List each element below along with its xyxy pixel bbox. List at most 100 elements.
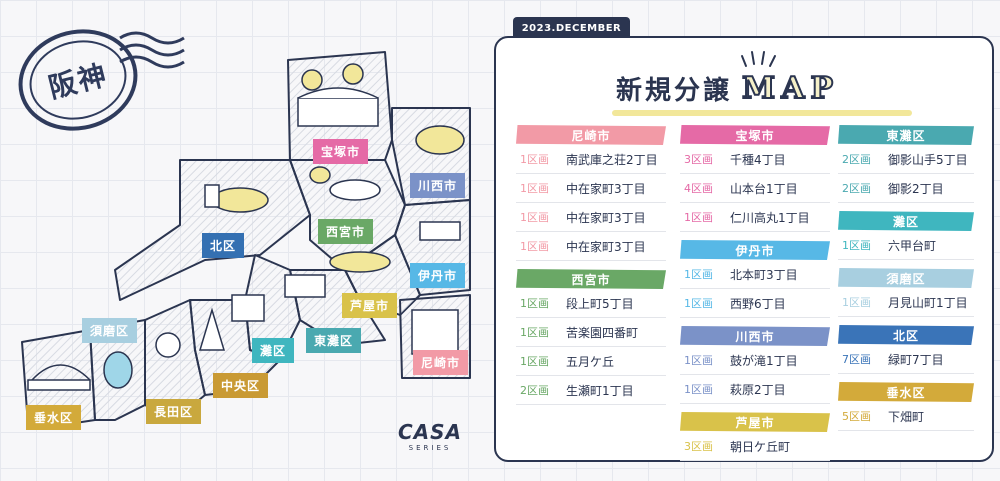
town-name: 苦楽園四番町 [566,325,639,340]
section-header: 西宮市 [516,269,666,289]
section-gap [838,374,974,382]
title-en: MAP [741,70,840,107]
town-name: 北本町3丁目 [730,267,798,282]
listing-row: 1区画南武庫之荘2丁目 [516,145,666,174]
plot-count: 1区画 [842,296,871,309]
plot-count: 7区画 [842,353,871,366]
plot-count: 1区画 [684,297,713,310]
listing-row: 1区画 中在家町3丁目 [516,232,666,261]
section-gap [838,260,974,268]
plot-count: 2区画 [520,384,549,397]
plot-count: 3区画 [684,153,713,166]
map-label-suma: 須磨区 [82,318,138,343]
listing-row: 1区画 段上町5丁目 [516,289,666,318]
section-header: 伊丹市 [680,240,830,260]
section-gap [838,317,974,325]
town-name: 中在家町3丁目 [566,181,646,196]
listing-row: 1区画萩原2丁目 [680,375,830,404]
stamp-label: 阪神 [45,58,112,105]
section-gap [680,232,830,240]
plot-count: 5区画 [842,410,871,423]
map-label-kawanishi: 川西市 [410,173,466,198]
listing-row: 1区画 鼓が滝1丁目 [680,346,830,375]
logo-sub-text: SERIES [408,444,452,452]
map-label-higashinada: 東灘区 [306,328,362,353]
town-name: 中在家町3丁目 [566,239,646,254]
listing-row: 1区画苦楽園四番町 [516,318,666,347]
map-label-takarazuka: 宝塚市 [313,139,369,164]
listing-row: 1区画 六甲台町 [838,231,974,260]
listing-row: 2区画 御影2丁目 [838,174,974,203]
town-name: 山本台1丁目 [730,181,798,196]
plot-count: 1区画 [842,239,871,252]
plot-count: 1区画 [520,240,549,253]
section-gap [680,318,830,326]
map-label-itami: 伊丹市 [410,263,466,288]
section-header: 川西市 [680,326,830,346]
listing-row: 4区画 山本台1丁目 [680,174,830,203]
section-header: 北区 [838,325,974,345]
map-label-chuo: 中央区 [213,373,269,398]
casa-series-logo: CASA SERIES [385,420,475,458]
section-header: 芦屋市 [680,412,830,432]
town-name: 西野6丁目 [730,296,786,311]
listing-row: 7区画緑町7丁目 [838,345,974,374]
listing-row: 1区画 仁川高丸1丁目 [680,203,830,232]
plot-count: 1区画 [520,355,549,368]
plot-count: 1区画 [684,211,713,224]
town-name: 仁川高丸1丁目 [730,210,810,225]
town-name: 御影山手5丁目 [888,152,968,167]
plot-count: 1区画 [520,297,549,310]
town-name: 生瀬町1丁目 [566,383,634,398]
town-name: 朝日ケ丘町 [730,439,791,454]
town-name: 下畑町 [888,409,925,424]
listing-row: 1区画 西野6丁目 [680,289,830,318]
area-map: 阪神 宝塚市 川西市 西宮市 北区 伊丹市 芦屋市 東灘区 灘区 須磨区 中央区… [0,0,490,481]
town-name: 御影2丁目 [888,181,944,196]
section-header: 宝塚市 [680,125,830,145]
town-name: 五月ケ丘 [566,354,615,369]
map-label-nishinomiya: 西宮市 [318,219,374,244]
plot-count: 2区画 [842,153,871,166]
date-tag: 2023.DECEMBER [513,17,630,39]
map-label-amagasaki: 尼崎市 [413,350,469,375]
listing-row: 1区画 北本町3丁目 [680,260,830,289]
listing-row: 1区画 五月ケ丘 [516,347,666,376]
plot-count: 1区画 [684,268,713,281]
listing-row: 3区画 千種4丁目 [680,145,830,174]
town-name: 中在家町3丁目 [566,210,646,225]
plot-count: 1区画 [520,211,549,224]
town-name: 六甲台町 [888,238,937,253]
section-header: 垂水区 [838,382,974,402]
listing-row: 3区画朝日ケ丘町 [680,432,830,461]
plot-count: 2区画 [842,182,871,195]
section-header: 灘区 [838,211,974,231]
plot-count: 4区画 [684,182,713,195]
section-gap [516,261,666,269]
map-label-nada: 灘区 [252,338,295,363]
section-header: 須磨区 [838,268,974,288]
map-label-kita: 北区 [202,233,245,258]
town-name: 月見山町1丁目 [888,295,968,310]
listing-row: 1区画 中在家町3丁目 [516,174,666,203]
plot-count: 1区画 [684,383,713,396]
listing-row: 5区画 下畑町 [838,402,974,431]
section-gap [680,404,830,412]
listing-row: 2区画 生瀬町1丁目 [516,376,666,405]
town-name: 千種4丁目 [730,152,786,167]
listing-row: 2区画 御影山手5丁目 [838,145,974,174]
card-title: 新規分譲 MAP [616,70,839,107]
section-header: 尼崎市 [516,125,666,145]
town-name: 段上町5丁目 [566,296,634,311]
section-gap [838,203,974,211]
town-name: 鼓が滝1丁目 [730,353,798,368]
plot-count: 1区画 [684,354,713,367]
title-jp: 新規分譲 [616,76,733,106]
listing-row: 1区画 月見山町1丁目 [838,288,974,317]
logo-main-text: CASA [397,420,463,444]
plot-count: 1区画 [520,182,549,195]
town-name: 南武庫之荘2丁目 [566,152,658,167]
